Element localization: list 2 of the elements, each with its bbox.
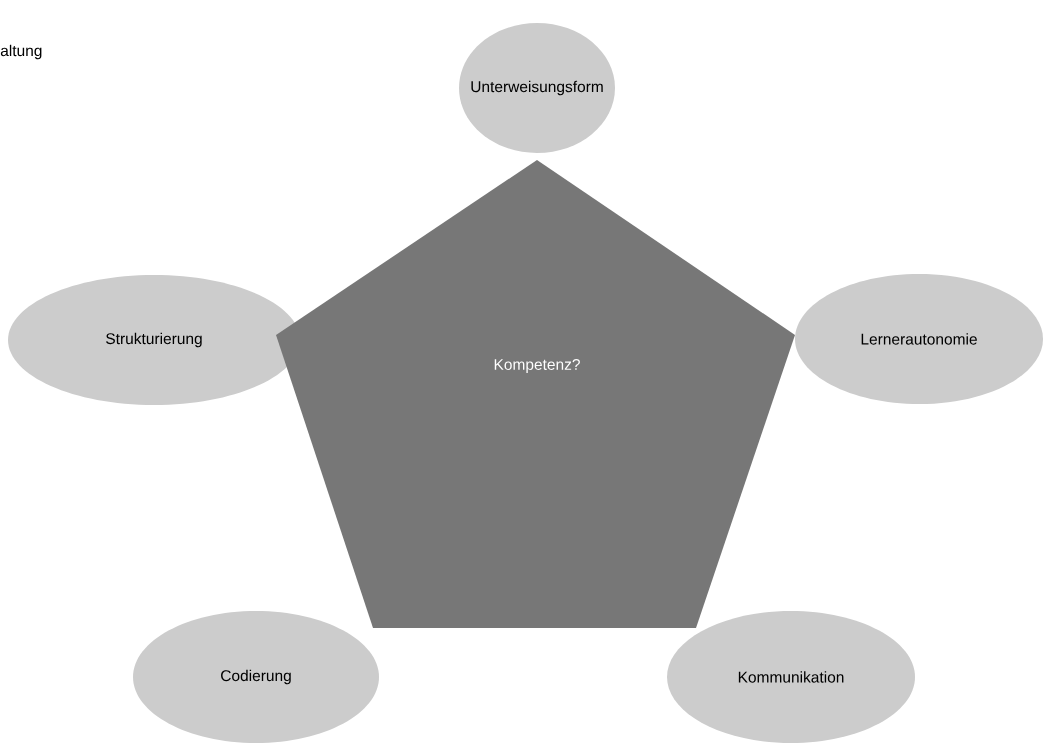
- label: altung: [0, 44, 42, 60]
- pentagon: Kompetenz?: [276, 160, 795, 628]
